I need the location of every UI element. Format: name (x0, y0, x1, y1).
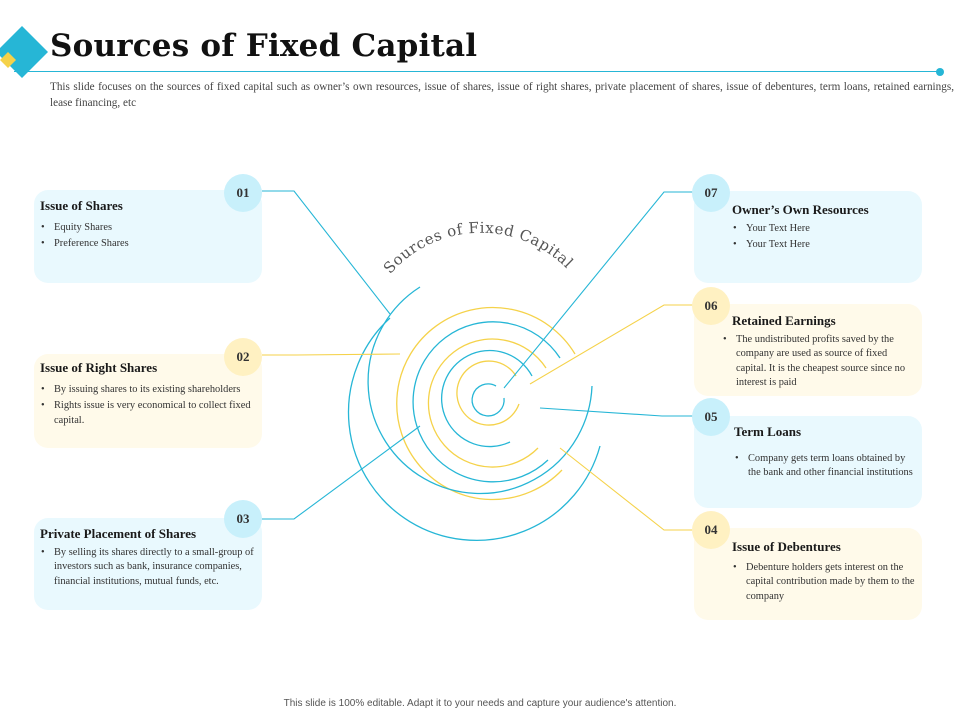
list-item: By selling its shares directly to a smal… (40, 546, 254, 589)
connector-07 (503, 191, 694, 389)
arc-ring-8 (347, 317, 601, 541)
card-issue-of-debentures: Issue of Debentures Debenture holders ge… (694, 528, 922, 620)
badge-02: 02 (224, 338, 262, 376)
connector-04 (559, 447, 694, 531)
connector-06 (529, 304, 694, 385)
badge-03: 03 (224, 500, 262, 538)
list-item: Your Text Here (732, 222, 914, 237)
list-item: Company gets term loans obtained by the … (734, 452, 916, 481)
card-private-placement: Private Placement of Shares By selling i… (34, 518, 262, 610)
arc-ring-5 (412, 321, 561, 483)
page-title: Sources of Fixed Capital (50, 28, 478, 64)
badge-04: 04 (692, 511, 730, 549)
badge-01: 01 (224, 174, 262, 212)
list-item: Your Text Here (732, 238, 914, 253)
card-term-loans: Term Loans Company gets term loans obtai… (694, 416, 922, 508)
arc-ring-3 (440, 349, 533, 448)
list-item: Rights issue is very economical to colle… (40, 399, 254, 428)
card-title: Private Placement of Shares (40, 526, 197, 541)
arc-ring-1 (471, 383, 505, 417)
logo-diamond-icon (0, 26, 48, 78)
arc-ring-7 (367, 286, 593, 495)
card-title: Issue of Right Shares (40, 360, 158, 375)
badge-07: 07 (692, 174, 730, 212)
list-item: Equity Shares (40, 221, 254, 236)
connector-01 (262, 190, 391, 315)
page-subtitle: This slide focuses on the sources of fix… (50, 81, 954, 109)
list-item: The undistributed profits saved by the c… (722, 333, 916, 390)
connector-03 (262, 425, 421, 520)
footer-note: This slide is 100% editable. Adapt it to… (283, 698, 677, 709)
card-bullets: By issuing shares to its existing shareh… (40, 383, 254, 428)
list-item: Preference Shares (40, 237, 254, 252)
list-item: By issuing shares to its existing shareh… (40, 383, 254, 398)
arc-ring-6 (396, 306, 576, 501)
arc-ring-4 (427, 338, 547, 468)
card-title: Issue of Debentures (732, 539, 841, 554)
card-bullets: Your Text Here Your Text Here (732, 222, 914, 253)
list-item: Debenture holders gets interest on the c… (732, 561, 916, 604)
card-bullets: The undistributed profits saved by the c… (722, 333, 916, 390)
card-issue-of-right-shares: Issue of Right Shares By issuing shares … (34, 354, 262, 448)
connector-02 (262, 353, 401, 356)
card-issue-of-shares: Issue of Shares Equity Shares Preference… (34, 190, 262, 283)
badge-05: 05 (692, 398, 730, 436)
card-bullets: By selling its shares directly to a smal… (40, 546, 254, 589)
card-title: Term Loans (734, 424, 802, 439)
arc-ring-2 (456, 360, 520, 426)
card-title: Retained Earnings (732, 313, 836, 328)
card-bullets: Debenture holders gets interest on the c… (732, 561, 916, 604)
center-label: Sources of Fixed Capital (380, 219, 577, 277)
title-underline (14, 71, 938, 72)
title-underline-dot (936, 68, 944, 76)
card-owners-own-resources: Owner’s Own Resources Your Text Here You… (694, 191, 922, 283)
connector-05 (539, 407, 694, 417)
card-title: Issue of Shares (40, 198, 123, 213)
badge-06: 06 (692, 287, 730, 325)
card-title: Owner’s Own Resources (732, 202, 869, 217)
card-bullets: Company gets term loans obtained by the … (734, 452, 916, 481)
card-bullets: Equity Shares Preference Shares (40, 221, 254, 252)
card-retained-earnings: Retained Earnings The undistributed prof… (694, 304, 922, 396)
